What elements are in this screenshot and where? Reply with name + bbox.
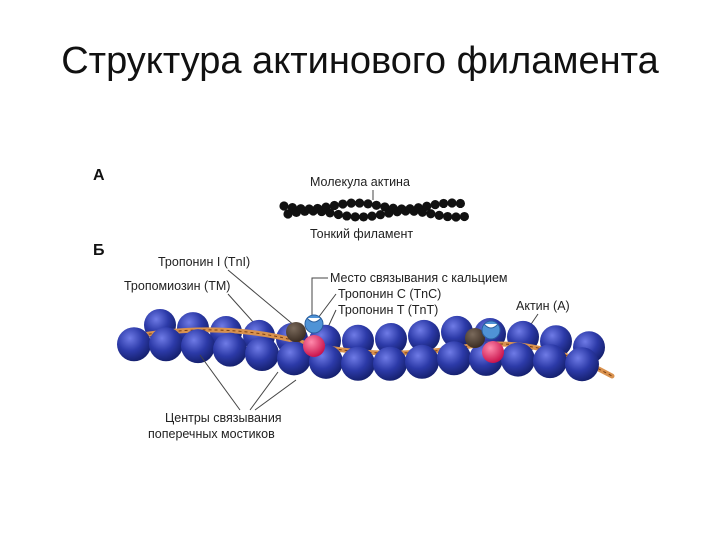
small-actin-bead [355,198,365,208]
troponin-t-subunit [482,341,504,363]
actin-monomer [501,342,535,377]
actin-monomer [341,346,375,381]
actin-monomer [373,346,407,381]
calcium-binding-site-label: Место связывания с кальцием [330,271,508,285]
actin-monomer [117,327,151,362]
actin-monomer [213,332,247,367]
troponin-t-label: Тропонин T (TnT) [338,303,438,317]
small-actin-bead [430,200,440,210]
actin-monomer [408,319,440,352]
small-actin-bead [279,201,289,211]
small-actin-bead [426,209,436,219]
troponin-i-subunit [465,328,485,348]
actin-monomer [149,327,183,362]
actin-monomer [565,347,599,382]
small-thin-filament [279,198,469,222]
binding-centers-label-line2: поперечных мостиков [148,427,275,441]
calcium-site-leader [311,277,328,316]
small-actin-bead [434,210,444,220]
panel-a-marker: А [93,167,105,184]
small-actin-bead [451,212,461,222]
calcium-binding-notch [306,317,322,323]
troponin-c-label: Тропонин C (TnC) [338,287,441,301]
small-actin-bead [359,212,369,222]
small-actin-bead [346,198,356,208]
troponin-c-leader [317,293,337,319]
small-actin-bead [447,198,457,208]
small-actin-bead [333,209,343,220]
panel-b-marker: Б [93,242,105,259]
small-actin-bead [459,211,469,222]
troponin-c-subunit [481,320,501,340]
actin-monomer [405,344,439,379]
troponin-i-leader [227,269,296,327]
thin-filament-label: Тонкий филамент [310,227,413,241]
actin-monomer [181,329,215,364]
actin-molecule-label: Молекула актина [310,175,410,189]
actin-monomer [277,341,311,376]
tropomyosin-label: Тропомиозин (TM) [124,279,230,293]
actin-monomer [533,344,567,379]
small-actin-bead [443,211,453,222]
slide-title: Структура актинового филамента [61,40,659,82]
small-actin-bead [350,212,360,222]
small-actin-bead [325,208,335,218]
binding-center-leader-2 [249,371,279,411]
actin-label: Актин (А) [516,299,570,313]
actin-monomer [441,315,473,348]
small-actin-bead [329,200,339,211]
binding-centers-label-line1: Центры связывания [165,411,282,425]
tropomyosin-strand-texture [124,329,613,377]
actin-monomer [245,337,279,371]
troponin-c-subunit [304,314,324,334]
small-actin-bead [367,211,377,221]
small-actin-bead [422,201,432,211]
troponin-t-subunit [303,335,325,357]
calcium-binding-notch [483,323,499,329]
small-actin-bead [363,199,373,209]
small-actin-bead [375,210,385,220]
small-actin-bead [283,209,293,219]
small-actin-bead [439,198,449,209]
binding-center-leader-1 [199,354,241,411]
small-actin-bead [455,198,465,209]
thin-filament-model [117,308,615,382]
small-actin-bead [371,200,381,210]
actin-monomer [375,323,407,356]
binding-center-leader-3 [254,379,297,411]
small-actin-bead [338,199,348,209]
troponin-i-subunit [286,322,306,342]
small-actin-bead [342,211,352,221]
troponin-i-label: Тропонин I (TnI) [158,255,250,269]
actin-monomer [437,341,471,376]
